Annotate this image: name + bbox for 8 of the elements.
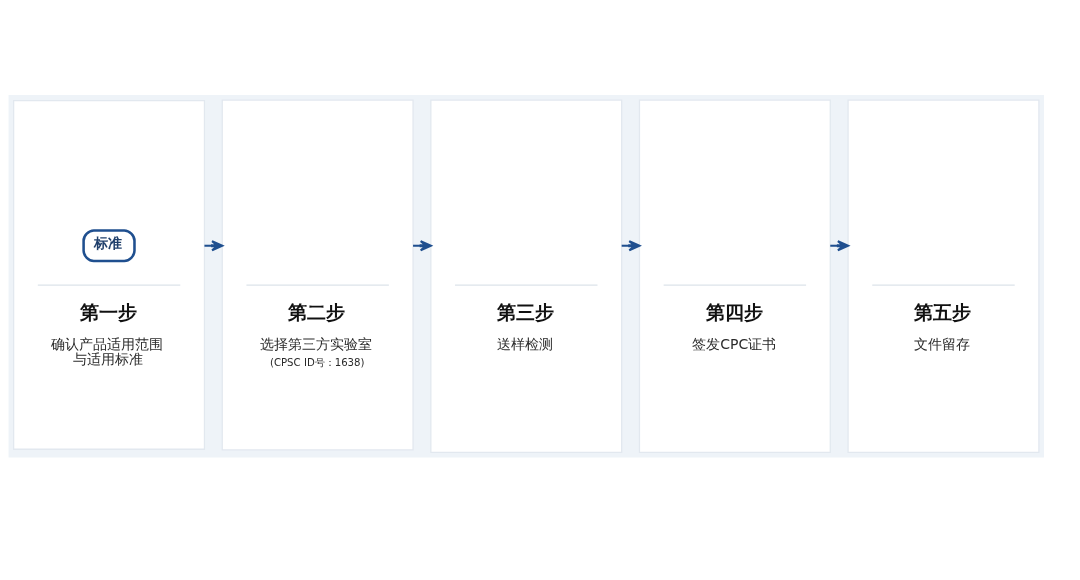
node-box: 第二步 选择第三方实验室 (CPSC ID号：1638)	[221, 99, 414, 451]
node-box: 第五步 文件留存	[847, 99, 1040, 454]
node-box: 第三步 送样检测	[430, 99, 623, 454]
arrow	[413, 240, 432, 252]
node-box: 第四步 签发CPC证书	[638, 99, 831, 454]
arrow	[830, 240, 850, 252]
arrow	[204, 240, 224, 252]
node-box: 标准 第一步 确认产品适用范围与适用标准	[13, 100, 206, 450]
